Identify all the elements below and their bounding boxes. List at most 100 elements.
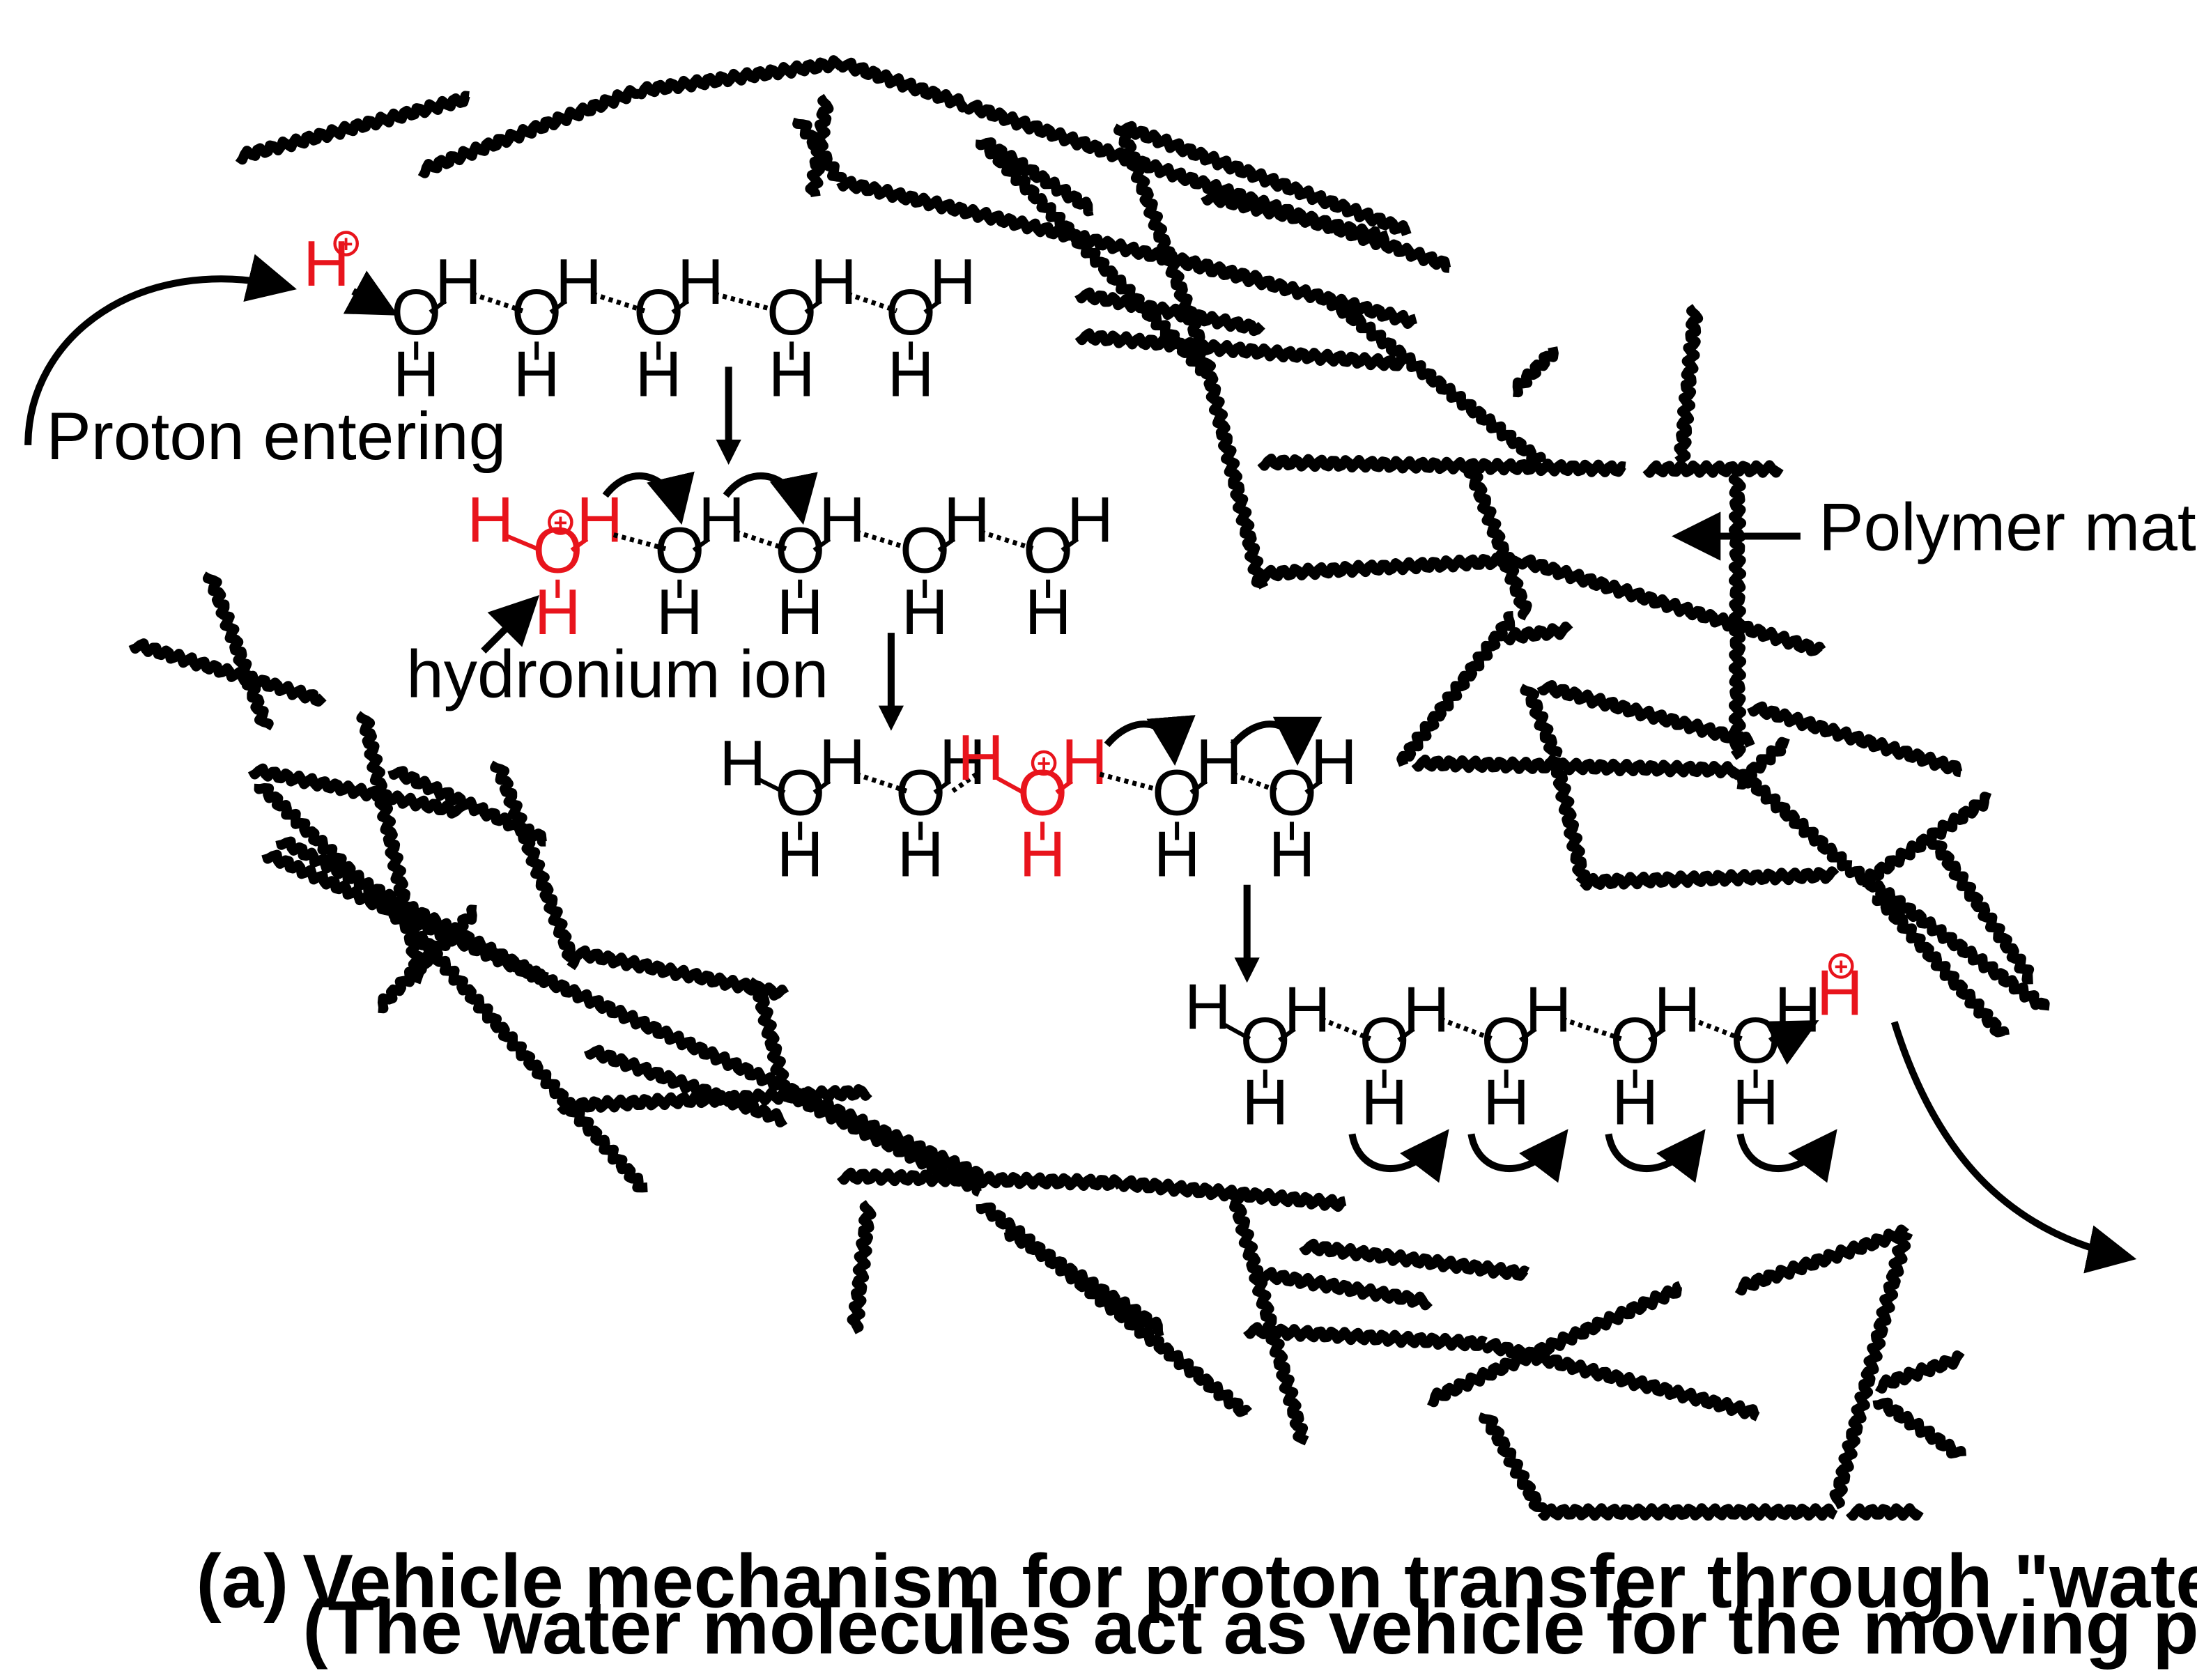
hydrogen-atom: H — [943, 484, 990, 556]
hydrogen-atom: H — [1269, 818, 1316, 891]
hydrogen-bond — [847, 291, 898, 314]
polymer-chain — [1734, 1224, 1909, 1296]
polymer-chain — [1736, 737, 1790, 790]
polymer-chain — [1872, 895, 2010, 1038]
hydrogen-bond — [471, 291, 524, 314]
covalent-bond — [506, 534, 542, 553]
positive-charge-sign: + — [1834, 953, 1848, 980]
hydrogen-atom: H — [1242, 1065, 1288, 1138]
covalent-bond — [804, 299, 823, 314]
electron-shift-arrow — [1104, 715, 1196, 766]
caption-line-1: Vehicle mechanism for proton transfer th… — [302, 1540, 2197, 1624]
hydrogen-bond — [714, 291, 778, 314]
covalent-bond — [1647, 1027, 1666, 1042]
polymer-chain — [1516, 554, 1826, 656]
molecule-rotation-arrow — [1348, 1129, 1449, 1183]
molecule-rotation-arrow — [1736, 1129, 1837, 1183]
hydrogen-atom: H — [677, 245, 724, 318]
hydrogen-atom: H — [435, 245, 481, 318]
covalent-bond — [1397, 1027, 1415, 1042]
covalent-bond — [1055, 779, 1074, 794]
hydrogen-bond — [1320, 1017, 1371, 1042]
polymer-chain — [235, 91, 470, 165]
hydrogen-bond — [1439, 1017, 1493, 1042]
polymer-chain — [356, 711, 427, 985]
hydrogen-bond — [1690, 1017, 1743, 1042]
hydrogen-atom: H — [810, 245, 857, 318]
electron-shift-arrow — [1230, 716, 1323, 766]
hydrogen-atom: H — [1311, 725, 1357, 798]
polymer-chain — [261, 849, 985, 1180]
hydrogen-atom: H — [1196, 725, 1242, 798]
polymer-chain — [377, 904, 477, 1014]
polymer-chain — [490, 760, 581, 971]
proton-entering-label: Proton entering — [46, 399, 506, 474]
polymer-chain — [847, 1200, 877, 1334]
hydrogen-atom: H — [698, 484, 745, 556]
covalent-bond — [1304, 779, 1323, 794]
polymer-chain — [1642, 460, 1784, 478]
hydrogen-atom: H — [393, 338, 440, 410]
polymer-chain — [748, 977, 792, 1097]
hydrogen-atom: H — [1025, 576, 1072, 648]
hydrogen-atom: H — [1361, 1065, 1408, 1138]
covalent-bond — [570, 537, 589, 553]
hydrogen-atom: H — [930, 245, 976, 318]
polymer-chain — [1197, 354, 1269, 589]
polymer-chain — [275, 836, 550, 985]
covalent-bond — [429, 299, 447, 314]
polymer-chain — [415, 937, 648, 1193]
polymer-matrix-chains — [128, 55, 2050, 1521]
polymer-chain — [1257, 552, 1525, 583]
hydrogen-atom: H — [576, 484, 623, 556]
covalent-bond — [692, 537, 711, 553]
hydrogen-atom: H — [957, 721, 1004, 794]
positive-charge-icon — [548, 509, 573, 535]
hydrogen-atom: H — [777, 576, 824, 648]
covalent-bond — [937, 537, 956, 553]
electron-shift-arrow — [602, 471, 695, 525]
positive-charge-sign: + — [339, 231, 353, 258]
hydrogen-atom: H — [1061, 725, 1108, 798]
polymer-chain — [1243, 1322, 1488, 1352]
hydrogen-atom: H — [819, 725, 865, 798]
positive-charge-icon — [1031, 750, 1057, 776]
covalent-bond — [996, 776, 1027, 796]
polymer-chain — [1536, 680, 1755, 748]
polymer-chain — [1481, 1338, 1760, 1421]
hydrogen-atom: H — [1284, 973, 1331, 1046]
polymer-chain — [417, 85, 640, 178]
covalent-bond — [933, 779, 952, 794]
proton-exit-short-arrow — [1764, 1020, 1819, 1065]
hydrogen-atom: H — [303, 227, 350, 300]
polymer-chain — [1116, 121, 1412, 236]
process-arrows — [24, 254, 2137, 1274]
polymer-chain — [1074, 287, 1265, 337]
polymer-chain — [202, 571, 274, 731]
step-down-arrow-icon — [716, 439, 741, 465]
polymer-chain — [1299, 1238, 1530, 1281]
polymer-chain — [1512, 346, 1559, 398]
covalent-bond — [1224, 1023, 1251, 1041]
polymer-chain — [1201, 190, 1390, 245]
hydrogen-bond — [1561, 1017, 1622, 1042]
polymer-chain — [1580, 866, 1840, 891]
polymer-chain — [1728, 472, 1747, 760]
polymer-chain — [1927, 838, 2035, 985]
hydrogen-bond — [855, 530, 912, 551]
positive-charge-sign: + — [1037, 750, 1051, 777]
hydrogen-atom: H — [555, 245, 602, 318]
polymer-chain — [837, 1167, 1125, 1191]
polymer-chain — [634, 55, 845, 100]
covalent-bond — [1278, 1027, 1296, 1042]
polymer-chain — [1845, 1503, 1924, 1521]
polymer-chain — [1256, 1267, 1433, 1311]
proton-exit-arrow — [1890, 1021, 2137, 1274]
hydrogen-atom: H — [1185, 971, 1231, 1043]
polymer-chain — [976, 137, 1094, 217]
hydronium-ion-label: hydronium ion — [406, 638, 828, 712]
polymer-chain — [1411, 754, 1742, 779]
covalent-bond — [812, 537, 831, 553]
